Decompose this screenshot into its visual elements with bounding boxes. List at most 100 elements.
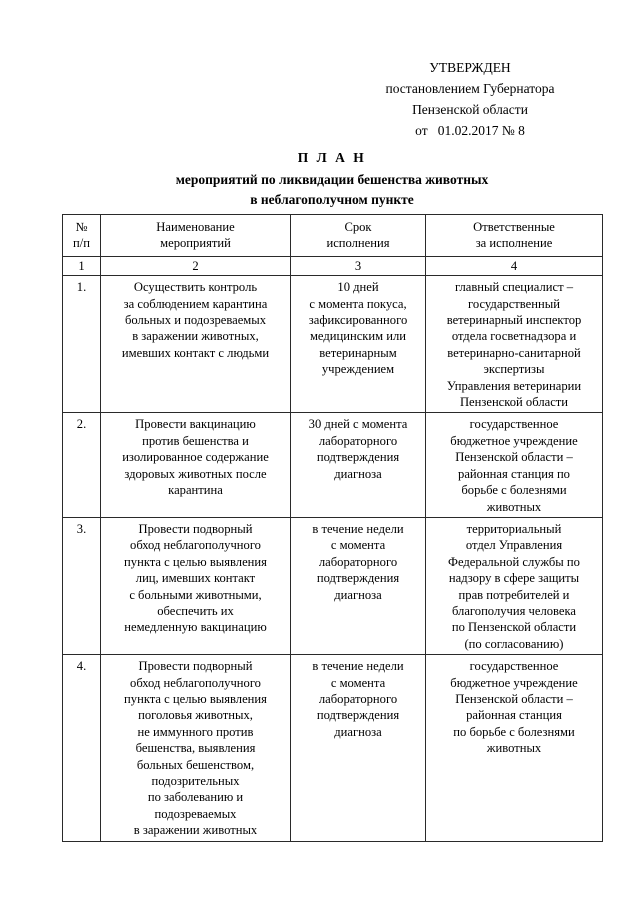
- cell-responsible-line: главный специалист –: [454, 280, 574, 295]
- page-title: П Л А Н мероприятий по ликвидации бешенс…: [62, 148, 602, 210]
- table-column-number-row: 1 2 3 4: [62, 255, 603, 277]
- cell-term-line: 10 дней: [337, 280, 379, 295]
- approval-line-4: от 01.02.2017 № 8: [415, 123, 525, 138]
- header-term-line2: исполнения: [326, 236, 390, 251]
- cell-measure-line: имевших контакт с людьми: [121, 345, 270, 360]
- title-main: П Л А Н: [297, 150, 367, 165]
- cell-responsible-line: прав потребителей и: [458, 587, 570, 602]
- header-cell-measure: Наименование мероприятий: [100, 214, 291, 257]
- cell-responsible: главный специалист –государственный ветер…: [425, 275, 603, 414]
- cell-term-line: ветеринарным: [319, 345, 397, 360]
- cell-term-line: 30 дней с момента: [308, 417, 408, 432]
- cell-responsible-line: животных: [486, 499, 542, 514]
- header-number-line1: №: [75, 220, 88, 234]
- title-subtitle-line2: в неблагополучном пункте: [250, 192, 414, 207]
- header-responsible-line1: Ответственные: [473, 220, 555, 234]
- cell-term-line: медицинским или: [309, 329, 407, 344]
- cell-measure-line: лиц, имевших контакт: [135, 571, 256, 586]
- cell-term-line: с момента покуса,: [309, 296, 407, 311]
- cell-responsible-line: по Пензенской области: [451, 620, 577, 635]
- cell-measure-line: за соблюдением карантина: [123, 296, 268, 311]
- cell-term-line: подтверждения: [316, 450, 400, 465]
- cell-measure-line: подозреваемых: [154, 806, 237, 821]
- column-number-3: 3: [290, 255, 426, 277]
- cell-measure-line: подозрительных: [151, 774, 240, 788]
- table-header-row: № п/п Наименование мероприятий Срок испо…: [62, 214, 603, 257]
- cell-measure-line: обход неблагополучного: [130, 675, 261, 690]
- cell-responsible-line: ветеринарный инспектор: [446, 313, 582, 328]
- plan-table: № п/п Наименование мероприятий Срок испо…: [62, 214, 603, 842]
- header-number-line2: п/п: [73, 236, 90, 251]
- cell-measure-line: здоровых животных после: [124, 466, 267, 481]
- row-number: 2.: [62, 412, 101, 518]
- cell-term-line: подтверждения: [316, 571, 400, 586]
- cell-measure-line: с больными животными,: [129, 587, 262, 602]
- cell-measure-line: против бешенства и: [142, 433, 249, 448]
- cell-measure-line: в заражении животных: [133, 823, 258, 838]
- cell-responsible-line: животных: [486, 741, 542, 756]
- cell-term-line: в течение недели: [312, 521, 404, 536]
- cell-measure-line: в заражении животных,: [132, 329, 259, 344]
- row-number: 1.: [62, 275, 101, 414]
- cell-measure-line: не иммунного против: [137, 724, 254, 739]
- cell-term-line: диагноза: [334, 466, 382, 481]
- column-number-2: 2: [100, 255, 291, 277]
- header-measure-line1: Наименование: [156, 220, 235, 234]
- header-term-line1: Срок: [344, 220, 372, 234]
- cell-responsible-line: экспертизы: [483, 362, 545, 377]
- header-cell-responsible: Ответственные за исполнение: [425, 214, 603, 257]
- cell-term-line: лабораторного: [318, 691, 398, 706]
- cell-measure-line: больных бешенством,: [136, 757, 255, 772]
- cell-term-line: лабораторного: [318, 433, 398, 448]
- cell-measure-line: пункта с целью выявления: [124, 691, 267, 706]
- cell-measure-line: по заболеванию и: [147, 790, 244, 805]
- header-responsible-line2: за исполнение: [475, 236, 553, 251]
- row-number: 3.: [62, 516, 101, 656]
- cell-term-line: зафиксированного: [308, 313, 408, 328]
- cell-measure-line: пункта с целью выявления: [124, 554, 267, 569]
- cell-term-line: с момента: [330, 675, 386, 690]
- cell-measure-line: больных и подозреваемых: [124, 313, 267, 328]
- cell-responsible-line: отдел Управления: [465, 538, 563, 553]
- cell-measure-line: Провести подворный: [138, 659, 253, 674]
- cell-responsible-line: районная станция по: [458, 466, 570, 481]
- cell-responsible-line: государственное: [469, 417, 559, 432]
- cell-responsible-line: борьбе с болезнями: [461, 483, 567, 498]
- header-cell-term: Срок исполнения: [290, 214, 426, 257]
- cell-responsible-line: благополучия человека: [451, 603, 577, 618]
- cell-term-line: диагноза: [334, 724, 382, 739]
- header-measure-line2: мероприятий: [160, 236, 231, 251]
- cell-term-line: с момента: [330, 538, 386, 553]
- cell-term-line: учреждением: [321, 362, 395, 377]
- cell-measure-line: Провести вакцинацию: [135, 417, 256, 432]
- cell-responsible-line: бюджетное учреждение: [450, 675, 578, 690]
- header-cell-number: № п/п: [62, 214, 101, 257]
- title-subtitle-line1: мероприятий по ликвидации бешенства живо…: [175, 172, 489, 187]
- row-number: 4.: [62, 654, 101, 842]
- column-number-1: 1: [62, 255, 101, 277]
- cell-term-line: диагноза: [334, 587, 382, 602]
- cell-responsible-line: Пензенской области –: [455, 691, 573, 706]
- cell-responsible-line: государственный: [468, 296, 560, 311]
- cell-term-line: подтверждения: [316, 708, 400, 723]
- approval-line-2: постановлением Губернатора: [385, 81, 555, 96]
- cell-responsible-line: районная станция: [466, 708, 562, 723]
- cell-measure-line: обеспечить их: [157, 603, 234, 618]
- approval-block: УТВЕРЖДЕН постановлением Губернатора Пен…: [330, 57, 610, 141]
- cell-responsible-line: бюджетное учреждение: [450, 433, 578, 448]
- cell-measure-line: изолированное содержание: [122, 450, 269, 465]
